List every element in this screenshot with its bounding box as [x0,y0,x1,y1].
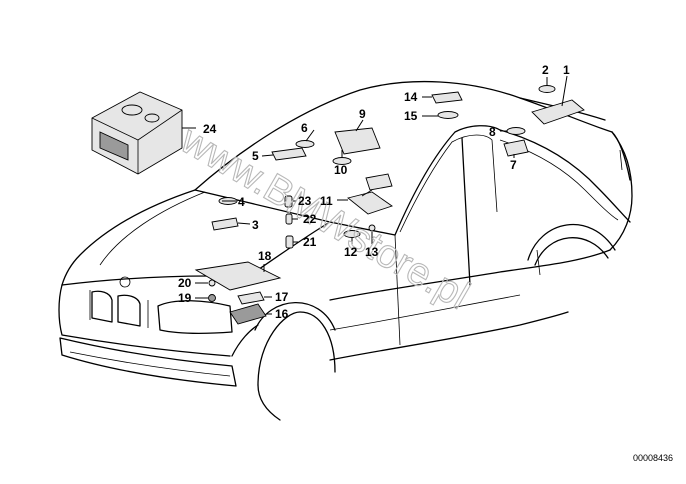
leader-lines [182,75,568,315]
callouts: 1 2 3 4 5 6 7 8 9 10 11 12 13 14 15 16 1… [178,63,570,321]
callout-15: 15 [404,109,418,123]
callout-4: 4 [238,195,245,209]
watermark: www.BMWstore.pl [173,117,477,318]
callout-9: 9 [359,107,366,121]
callout-10: 10 [334,163,348,177]
part-15-lens [437,111,459,119]
part-18-plate [194,261,282,291]
part-14-lamp [431,91,463,104]
part-19-clip [208,294,216,302]
part-6-lens [295,140,315,148]
callout-2: 2 [542,63,549,77]
part-2-lens [538,85,556,93]
callout-22: 22 [303,212,317,226]
part-9-lamp [334,127,381,155]
callout-17: 17 [275,290,289,304]
part-8-lens [506,127,526,135]
callout-18: 18 [258,249,272,263]
callout-12: 12 [344,245,358,259]
callout-14: 14 [404,90,418,104]
part-24-box [91,91,183,175]
part-21-bulb [285,235,294,249]
part-11-module [347,173,393,215]
part-1-console [531,99,585,125]
part-16-lamp [229,303,267,325]
part-3-bracket [211,217,239,231]
callout-13: 13 [365,245,379,259]
callout-21: 21 [303,235,317,249]
part-17-bracket [237,291,265,305]
callout-6: 6 [301,121,308,135]
callout-3: 3 [252,218,259,232]
parts [91,85,585,325]
callout-23: 23 [298,194,312,208]
callout-8: 8 [489,125,496,139]
callout-5: 5 [252,149,259,163]
callout-1: 1 [563,63,570,77]
part-5-lamp [271,147,307,161]
callout-16: 16 [275,307,289,321]
part-12-lens [343,230,361,238]
callout-11: 11 [320,194,333,208]
callout-7: 7 [510,158,517,172]
diagram-code: 00008436 [633,453,673,463]
part-7-lamp [503,139,529,157]
part-13-clip [368,224,376,232]
callout-19: 19 [178,291,192,305]
callout-20: 20 [178,276,192,290]
callout-24: 24 [203,122,217,136]
part-20-screw [208,279,216,287]
